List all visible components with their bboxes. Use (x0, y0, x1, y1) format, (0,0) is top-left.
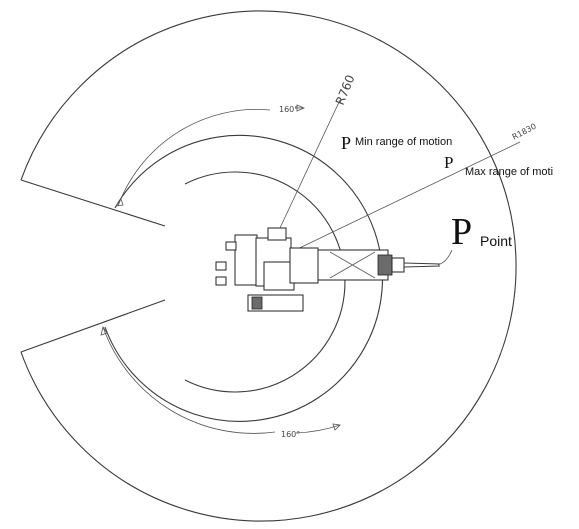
bottom-boundary-line (20, 299, 166, 353)
point-leader (437, 249, 453, 266)
r1830-dimension: R1830 (511, 122, 538, 142)
robot-lug-3 (215, 276, 227, 286)
robot-tool-2 (403, 265, 441, 268)
robot-motor-cap (251, 296, 263, 310)
angle-dim-bottom-right (295, 424, 341, 434)
top-boundary-line (20, 179, 166, 227)
forearm-hatch-2 (329, 251, 376, 279)
robot-top-view (215, 227, 441, 312)
arrowhead-bottom-left (100, 326, 108, 336)
r760-leader (271, 99, 341, 246)
point-label: Point (480, 233, 512, 249)
angle-dim-bottom (102, 326, 276, 434)
robot-flange (391, 257, 405, 273)
inner-range-arc (184, 171, 346, 393)
r1830-leader (284, 141, 521, 256)
robot-lug-1 (225, 241, 237, 251)
min-range-p: P (341, 133, 351, 153)
robot-tool-1 (403, 262, 441, 265)
robot-upper-arm (289, 247, 319, 284)
angle-dim-top (117, 109, 271, 207)
robot-lug-2 (215, 261, 227, 271)
angle-bottom-dimension: 160° (281, 430, 300, 439)
max-range-p: P (444, 153, 453, 172)
arrowhead-bottom-right (332, 423, 341, 431)
outer-range-arc (20, 10, 517, 522)
middle-range-arc (104, 134, 384, 422)
r760-dimension: R760 (333, 73, 358, 107)
robot-base-left (234, 234, 258, 286)
angle-top-dimension: 160° (279, 105, 298, 114)
max-range-label: Max range of moti (465, 166, 553, 178)
min-range-label: Min range of motion (355, 136, 452, 148)
point-p: P (451, 211, 472, 253)
robot-wrist (377, 254, 393, 276)
robot-shoulder-core (263, 261, 295, 291)
robot-shoulder-top (267, 227, 287, 241)
arrowhead-top-left (115, 198, 124, 207)
